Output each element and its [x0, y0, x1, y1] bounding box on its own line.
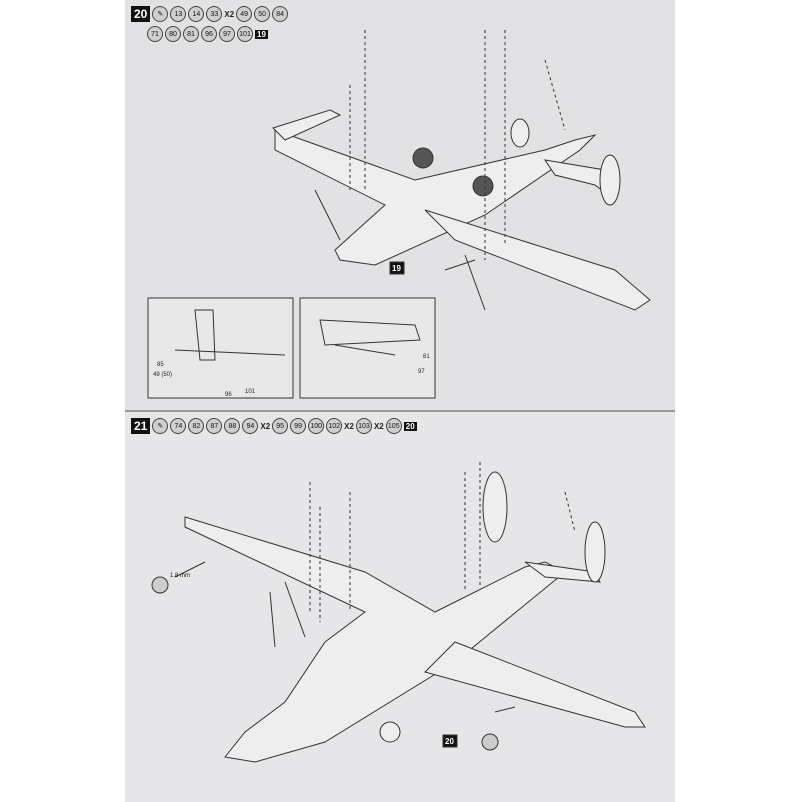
- glue-icon: ✎: [152, 418, 169, 434]
- part-badge: 99: [290, 418, 307, 434]
- aircraft-diagram-21: 1.8 mm 20: [151, 462, 646, 763]
- step-21-header: 21 ✎ 74 82 87 88 94 X2 95 99 100 102 X2 …: [131, 418, 421, 434]
- step-20-panel: 20 ✎ 13 14 33 X2 49 50 84 71 80 81 96 97…: [125, 0, 675, 410]
- part-badge: 94: [242, 418, 259, 434]
- step-20-header: 20 ✎ 13 14 33 X2 49 50 84: [131, 6, 291, 22]
- glue-icon: ✎: [152, 6, 169, 22]
- inset-label: 96: [225, 392, 232, 398]
- step-ref: 20: [403, 421, 417, 431]
- part-badge: 88: [224, 418, 241, 434]
- inset-label: 49 (50): [153, 372, 172, 378]
- part-badge: 50: [254, 6, 271, 22]
- part-badge: 96: [201, 26, 217, 42]
- part-badge: 74: [170, 418, 187, 434]
- step-ref: 19: [255, 29, 268, 39]
- inset-label: 101: [245, 389, 256, 395]
- part-badge: 82: [188, 418, 205, 434]
- step-21-panel: 21 ✎ 74 82 87 88 94 X2 95 99 100 102 X2 …: [125, 410, 675, 802]
- quantity: X2: [260, 421, 271, 431]
- quantity: X2: [224, 9, 235, 19]
- aircraft-diagram-20: 19 85 49 (50) 96 101 81 97: [147, 30, 651, 399]
- part-badge: 97: [219, 26, 235, 42]
- inset-label: 97: [418, 369, 425, 375]
- step-20-header-row2: 71 80 81 96 97 101 19: [147, 26, 268, 42]
- part-badge: 101: [237, 26, 253, 42]
- quantity: X2: [344, 421, 354, 431]
- inset-label: 85: [157, 362, 164, 368]
- part-badge: 71: [147, 26, 163, 42]
- part-badge: 33: [206, 6, 223, 22]
- part-badge: 80: [165, 26, 181, 42]
- part-badge: 14: [188, 6, 205, 22]
- callout-label: 20: [445, 737, 454, 746]
- quantity: X2: [373, 421, 384, 431]
- part-badge: 103: [355, 418, 372, 434]
- inset-label: 81: [423, 354, 430, 360]
- part-badge: 49: [236, 6, 253, 22]
- part-badge: 13: [170, 6, 187, 22]
- part-badge: 87: [206, 418, 223, 434]
- step-number: 20: [131, 6, 151, 22]
- part-badge: 95: [272, 418, 289, 434]
- part-badge: 102: [326, 418, 343, 434]
- part-badge: 84: [272, 6, 289, 22]
- part-badge: 105: [385, 418, 402, 434]
- part-badge: 81: [183, 26, 199, 42]
- drill-size-label: 1.8 mm: [170, 573, 190, 579]
- callout-label: 19: [392, 264, 401, 273]
- step-number: 21: [131, 418, 151, 434]
- part-badge: 100: [308, 418, 325, 434]
